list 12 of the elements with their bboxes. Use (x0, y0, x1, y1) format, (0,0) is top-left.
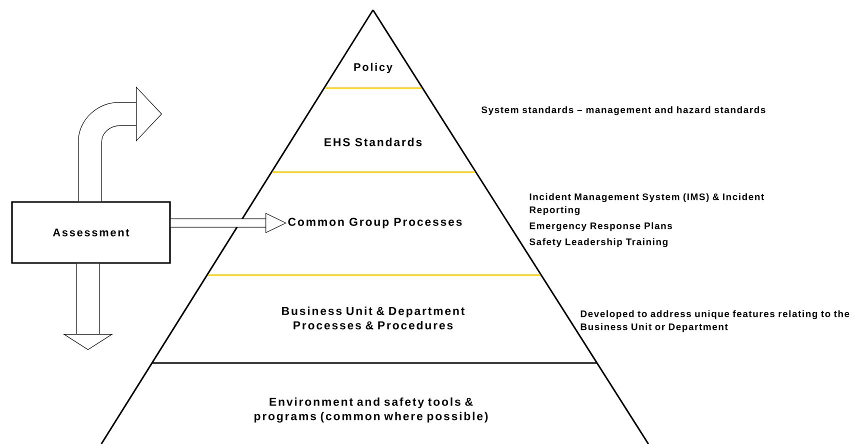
side-note: Safety Leadership Training (529, 238, 668, 248)
tier-label: Business Unit & Department Processes & Procedures (282, 306, 465, 330)
process-box: Assessment (11, 201, 171, 264)
side-note: Incident Management System (IMS) & Incident Reporting (530, 193, 764, 216)
tier-label: Environment and safety tools & programs (common where possible) (254, 397, 488, 423)
block-arrow (78, 86, 162, 202)
tier-label: EHS Standards (324, 138, 422, 146)
tier-label: Policy (354, 62, 392, 74)
side-note: Emergency Response Plans (530, 222, 672, 232)
side-note: System standards – management and hazard standards (481, 106, 766, 116)
side-note: Developed to address unique features relating to the Business Unit or Department (580, 310, 850, 332)
tier-label: Common Group Processes (288, 218, 462, 228)
